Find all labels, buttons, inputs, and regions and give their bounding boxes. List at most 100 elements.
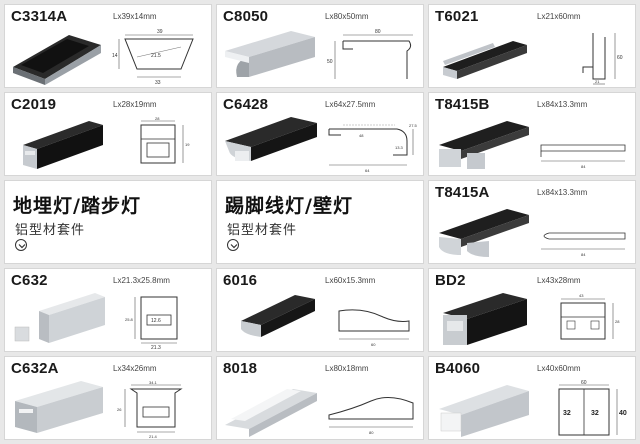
svg-text:21: 21: [595, 79, 600, 84]
product-card-bd2[interactable]: BD2 Lx43x28mm 43 28: [428, 268, 636, 352]
product-card-t8415a[interactable]: T8415A Lx84x13.3mm 84: [428, 180, 636, 264]
profile-photo: [241, 295, 315, 337]
category-title: 踢脚线灯/壁灯: [225, 195, 353, 217]
chevron-down-icon[interactable]: [227, 239, 239, 251]
svg-text:60: 60: [617, 55, 623, 61]
svg-text:40: 40: [619, 410, 627, 417]
profile-photo: [439, 385, 529, 437]
product-card-c632[interactable]: C632 Lx21.3x25.8mm 12.6 21.3 25.8: [4, 268, 212, 352]
svg-text:12.6: 12.6: [151, 318, 161, 324]
profile-drawing: 80: [328, 397, 414, 435]
product-dimensions: Lx21.3x25.8mm: [113, 276, 170, 285]
profile-drawing: 48 64 27.5 13.3: [328, 123, 418, 173]
product-code: C8050: [223, 8, 269, 25]
profile-photo: [443, 41, 527, 79]
svg-text:28: 28: [615, 319, 620, 324]
profile-photo: [225, 31, 315, 77]
category-subtitle: 铝型材套件: [227, 223, 298, 238]
product-dimensions: Lx34x26mm: [113, 364, 157, 373]
svg-text:21.5: 21.5: [151, 53, 161, 59]
product-code: T6021: [435, 8, 479, 25]
product-dimensions: Lx28x19mm: [113, 100, 157, 109]
product-code: T8415A: [435, 184, 490, 201]
profile-drawing: 12.6 21.3 25.8: [125, 296, 178, 351]
product-code: B4060: [435, 360, 481, 377]
svg-text:64: 64: [365, 168, 370, 173]
product-card-c2019[interactable]: C2019 Lx28x19mm 28 19: [4, 92, 212, 176]
svg-text:32: 32: [563, 410, 571, 417]
product-code: C632: [11, 272, 48, 289]
profile-photo: [13, 35, 101, 85]
profile-drawing: 43 28: [560, 293, 620, 340]
profile-drawing: 39 21.5 14 33: [112, 29, 194, 86]
profile-drawing: 34.1 26 21.4: [117, 380, 183, 439]
product-card-c632a[interactable]: C632A Lx34x26mm 34.1 26 21.4: [4, 356, 212, 440]
profile-drawing: 80 50: [327, 29, 413, 79]
svg-text:34.1: 34.1: [149, 380, 158, 385]
product-card-c3314a[interactable]: C3314A Lx39x14mm 39 21.5 14 33: [4, 4, 212, 88]
svg-text:48: 48: [359, 133, 364, 138]
svg-text:19: 19: [185, 142, 190, 147]
profile-photo: [14, 293, 105, 343]
svg-text:84: 84: [581, 164, 586, 169]
profile-photo: [23, 121, 103, 169]
chevron-down-icon[interactable]: [15, 239, 27, 251]
product-code: 6016: [223, 272, 258, 289]
profile-drawing: 84: [540, 144, 626, 169]
category-title: 地埋灯/踏步灯: [13, 195, 141, 217]
product-dimensions: Lx40x60mm: [537, 364, 581, 373]
product-card-8018[interactable]: 8018 Lx80x18mm 80: [216, 356, 424, 440]
profile-drawing: 28 19: [140, 116, 190, 164]
svg-text:43: 43: [579, 293, 584, 298]
svg-text:60: 60: [371, 342, 376, 347]
category-card-inground-step[interactable]: 地埋灯/踏步灯 铝型材套件: [4, 180, 212, 264]
product-code: C2019: [11, 96, 57, 113]
product-dimensions: Lx21x60mm: [537, 12, 581, 21]
svg-text:80: 80: [375, 29, 381, 35]
svg-text:80: 80: [369, 430, 374, 435]
product-code: T8415B: [435, 96, 490, 113]
profile-photo: [225, 117, 317, 161]
category-card-skirting-wall[interactable]: 踢脚线灯/壁灯 铝型材套件: [216, 180, 424, 264]
profile-drawing: 84: [541, 232, 626, 257]
product-code: C3314A: [11, 8, 68, 25]
product-card-b4060[interactable]: B4060 Lx40x60mm 60 32 32 40: [428, 356, 636, 440]
svg-text:50: 50: [327, 59, 333, 65]
product-card-t8415b[interactable]: T8415B Lx84x13.3mm 84: [428, 92, 636, 176]
profile-photo: [439, 209, 529, 257]
product-code: BD2: [435, 272, 466, 289]
svg-text:84: 84: [581, 252, 586, 257]
product-dimensions: Lx80x50mm: [325, 12, 369, 21]
dim-label: 39: [157, 29, 163, 35]
product-card-c8050[interactable]: C8050 Lx80x50mm 80 50: [216, 4, 424, 88]
product-card-t6021[interactable]: T6021 Lx21x60mm 60 21: [428, 4, 636, 88]
product-dimensions: Lx80x18mm: [325, 364, 369, 373]
product-dimensions: Lx84x13.3mm: [537, 188, 588, 197]
profile-drawing: 60 21: [582, 33, 623, 85]
product-card-c6428[interactable]: C6428 Lx64x27.5mm 48 64 27.5 13.3: [216, 92, 424, 176]
product-dimensions: Lx43x28mm: [537, 276, 581, 285]
product-dimensions: Lx39x14mm: [113, 12, 157, 21]
svg-text:26: 26: [117, 407, 122, 412]
product-dimensions: Lx64x27.5mm: [325, 100, 376, 109]
svg-text:14: 14: [112, 53, 118, 59]
profile-photo: [439, 121, 529, 169]
profile-drawing: 60 32 32 40: [558, 380, 627, 436]
svg-text:25.8: 25.8: [125, 317, 134, 322]
svg-text:33: 33: [155, 80, 161, 86]
svg-text:27.5: 27.5: [409, 123, 418, 128]
product-grid: C3314A Lx39x14mm 39 21.5 14 33 C8050 Lx8…: [4, 4, 636, 440]
product-code: C632A: [11, 360, 59, 377]
svg-text:13.3: 13.3: [395, 145, 404, 150]
category-subtitle: 铝型材套件: [15, 223, 86, 238]
svg-text:60: 60: [581, 380, 587, 386]
profile-photo: [225, 389, 317, 437]
product-code: C6428: [223, 96, 269, 113]
product-card-6016[interactable]: 6016 Lx60x15.3mm 60: [216, 268, 424, 352]
svg-text:21.4: 21.4: [149, 434, 158, 439]
svg-text:28: 28: [155, 116, 160, 121]
product-dimensions: Lx60x15.3mm: [325, 276, 376, 285]
profile-photo: [443, 293, 527, 345]
product-dimensions: Lx84x13.3mm: [537, 100, 588, 109]
profile-drawing: 60: [338, 309, 410, 347]
